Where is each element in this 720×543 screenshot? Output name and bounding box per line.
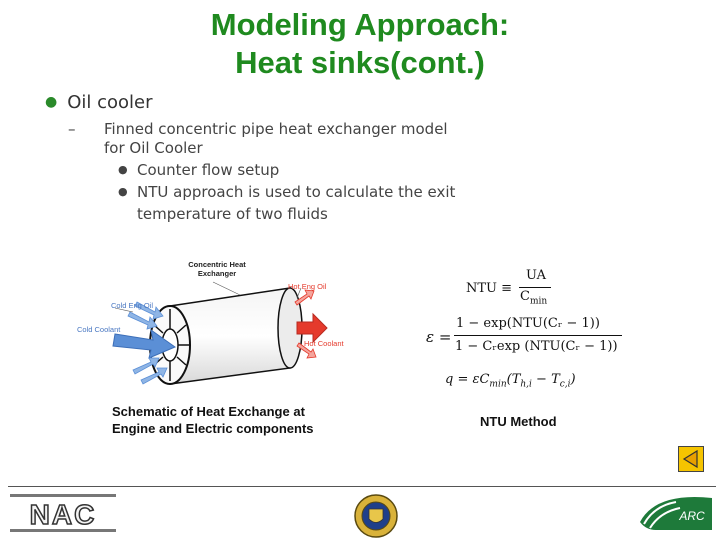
title-line-2: Heat sinks(cont.) bbox=[235, 45, 485, 80]
back-button[interactable] bbox=[678, 446, 704, 472]
bullet-dot-icon: ● bbox=[118, 163, 128, 176]
bullet-text: NTU approach is used to calculate the ex… bbox=[137, 183, 456, 201]
hot-oil-arrows bbox=[294, 289, 317, 359]
ntu-denominator: Cmin bbox=[520, 289, 547, 307]
bullet-text: for Oil Cooler bbox=[104, 139, 203, 157]
effectiveness-lhs: ε = bbox=[426, 328, 452, 346]
footer-divider bbox=[8, 486, 716, 487]
ntu-den-c: C bbox=[520, 289, 530, 304]
q-sub-min: min bbox=[489, 379, 507, 390]
bullet-level3-ntu: ● NTU approach is used to calculate the e… bbox=[118, 182, 455, 225]
label-cold-coolant: Cold Coolant bbox=[77, 325, 121, 334]
hot-coolant-arrow bbox=[296, 312, 328, 344]
q-eq-part: (T bbox=[506, 372, 521, 387]
ntu-definition-lhs: NTU ≡ bbox=[466, 281, 513, 296]
q-eq-part: q = εC bbox=[445, 372, 490, 387]
cold-coolant-arrow bbox=[112, 328, 177, 359]
nac-logo-graphic: NAC bbox=[10, 494, 116, 532]
nac-logo: NAC bbox=[8, 492, 118, 534]
q-sub-hi: h,i bbox=[520, 379, 532, 390]
ntu-den-sub: min bbox=[529, 296, 548, 307]
q-eq-part: − T bbox=[531, 372, 560, 387]
bullet-text: temperature of two fluids bbox=[137, 205, 328, 223]
cold-oil-arrows bbox=[127, 301, 168, 385]
diagram-header: Concentric Heat Exchanger bbox=[172, 260, 262, 278]
bullet-level2: – Finned concentric pipe heat exchanger m… bbox=[68, 120, 448, 158]
title-line-1: Modeling Approach: bbox=[210, 7, 510, 42]
heat-transfer-equation: q = εCmin(Th,i − Tc,i) bbox=[445, 372, 576, 390]
label-cold-eng-oil: Cold Eng Oil bbox=[111, 301, 154, 310]
diagram-caption-line1: Schematic of Heat Exchange at bbox=[112, 404, 305, 419]
ntu-fraction-bar bbox=[519, 287, 551, 288]
diagram-caption-line2: Engine and Electric components bbox=[112, 421, 314, 436]
effectiveness-denominator: 1 − Cᵣexp (NTU(Cᵣ − 1)) bbox=[455, 339, 618, 354]
diagram-header-line1: Concentric Heat bbox=[188, 260, 246, 269]
label-hot-eng-oil: Hot Eng Oil bbox=[288, 282, 327, 291]
leader-lines bbox=[114, 281, 302, 313]
bullet-text: Oil cooler bbox=[67, 92, 153, 113]
bullet-dot-icon: ● bbox=[118, 185, 128, 198]
q-eq-part: ) bbox=[570, 372, 576, 387]
diagram-header-line2: Exchanger bbox=[197, 269, 237, 278]
ntu-method-caption: NTU Method bbox=[480, 414, 557, 429]
bullet-text: Finned concentric pipe heat exchanger mo… bbox=[104, 120, 448, 138]
heat-exchanger-diagram bbox=[112, 281, 328, 385]
university-seal-logo bbox=[353, 493, 399, 539]
slide-title: Modeling Approach: Heat sinks(cont.) bbox=[0, 6, 720, 82]
seal-graphic bbox=[354, 494, 398, 538]
diagram-caption: Schematic of Heat Exchange at Engine and… bbox=[112, 403, 314, 437]
dash-icon: – bbox=[68, 120, 76, 138]
label-hot-coolant: Hot Coolant bbox=[304, 339, 344, 348]
arc-logo: ARC bbox=[636, 492, 716, 536]
bullet-level1: ● Oil cooler bbox=[45, 92, 153, 113]
q-sub-ci: c,i bbox=[559, 379, 571, 390]
effectiveness-numerator: 1 − exp(NTU(Cᵣ − 1)) bbox=[456, 316, 600, 331]
ntu-numerator: UA bbox=[526, 268, 546, 283]
arc-logo-text: ARC bbox=[678, 509, 705, 523]
triangle-left-icon bbox=[682, 449, 698, 469]
bullet-level3-counter-flow: ● Counter flow setup bbox=[118, 160, 279, 182]
effectiveness-fraction-bar bbox=[454, 335, 622, 336]
bullet-dot-icon: ● bbox=[45, 94, 58, 110]
nac-logo-text: NAC bbox=[30, 499, 97, 530]
arc-logo-graphic: ARC bbox=[640, 497, 712, 530]
bullet-text: Counter flow setup bbox=[137, 161, 280, 179]
